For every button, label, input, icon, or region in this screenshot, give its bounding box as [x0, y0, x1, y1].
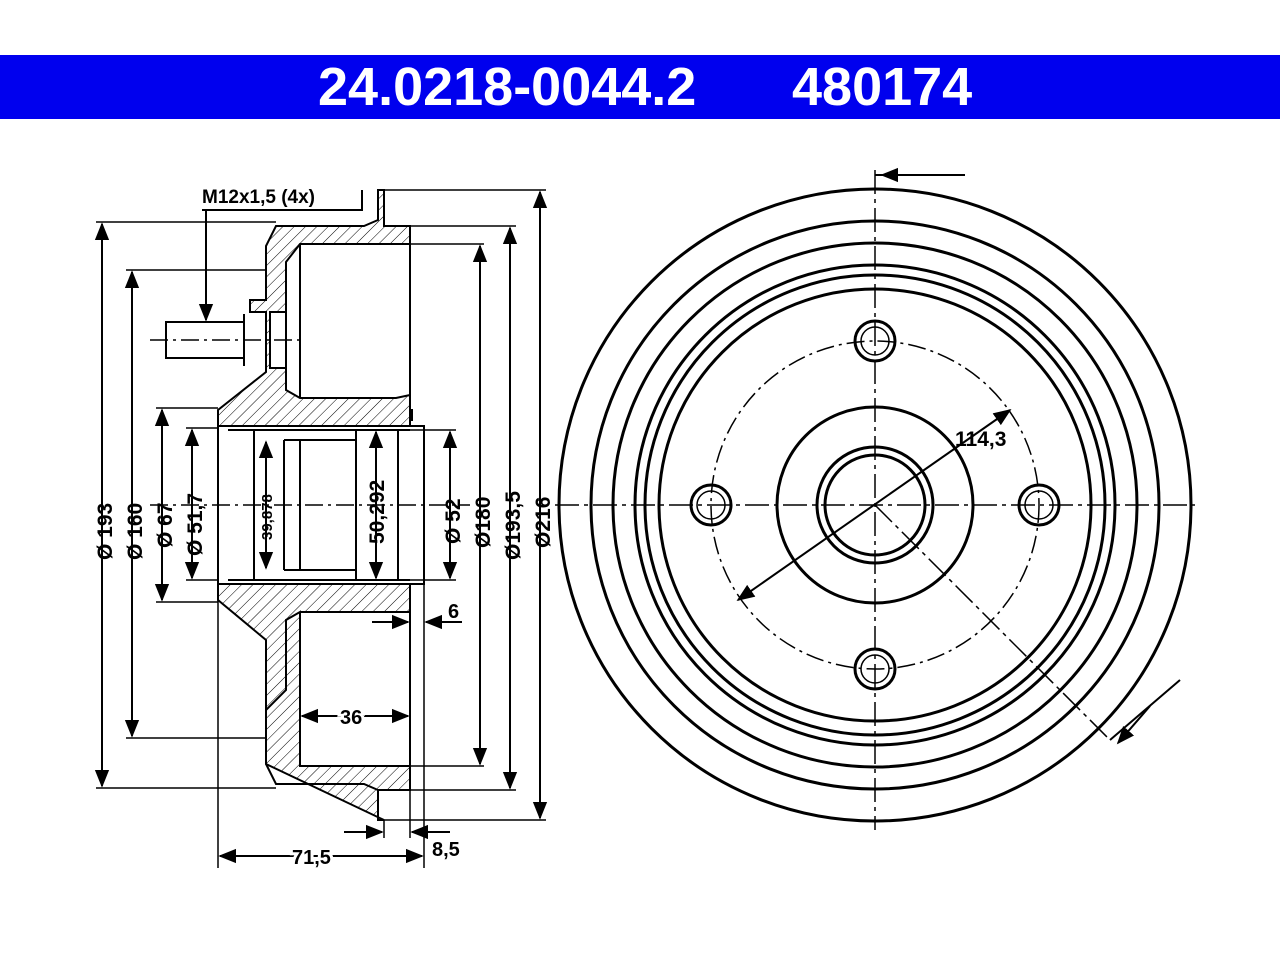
dim-8-5: 8,5 [432, 839, 460, 861]
title-bar: 24.0218-0044.2 480174 [0, 55, 1280, 119]
part-number: 24.0218-0044.2 [318, 57, 697, 117]
dim-36: 36 [340, 707, 362, 729]
dimension-arrows [94, 190, 548, 864]
dim-52: Ø 52 [442, 498, 465, 544]
dim-67: Ø 67 [154, 502, 177, 548]
extension-lines [96, 189, 546, 868]
thread-label: M12x1,5 (4x) [202, 187, 315, 208]
dim-6: 6 [448, 601, 459, 623]
dim-180: Ø180 [472, 497, 495, 548]
dim-216: Ø216 [532, 497, 555, 548]
pcd-label: 114,3 [955, 428, 1006, 451]
pcd-arrow [736, 408, 1012, 602]
dim-51-7: Ø 51,7 [184, 493, 207, 556]
dim-50-292: 50,292 [366, 480, 389, 544]
reference-number: 480174 [792, 57, 973, 117]
dim-71-5: 71,5 [292, 847, 331, 869]
section-lower [217, 579, 411, 821]
dim-160: Ø 160 [124, 503, 147, 560]
dim-193-5: Ø193,5 [502, 491, 525, 560]
front-centerlines [555, 170, 1195, 830]
section-upper [217, 189, 413, 431]
section-view [150, 189, 470, 821]
dim-193: Ø 193 [94, 503, 117, 560]
dim-39-878: 39,878 [259, 494, 276, 540]
